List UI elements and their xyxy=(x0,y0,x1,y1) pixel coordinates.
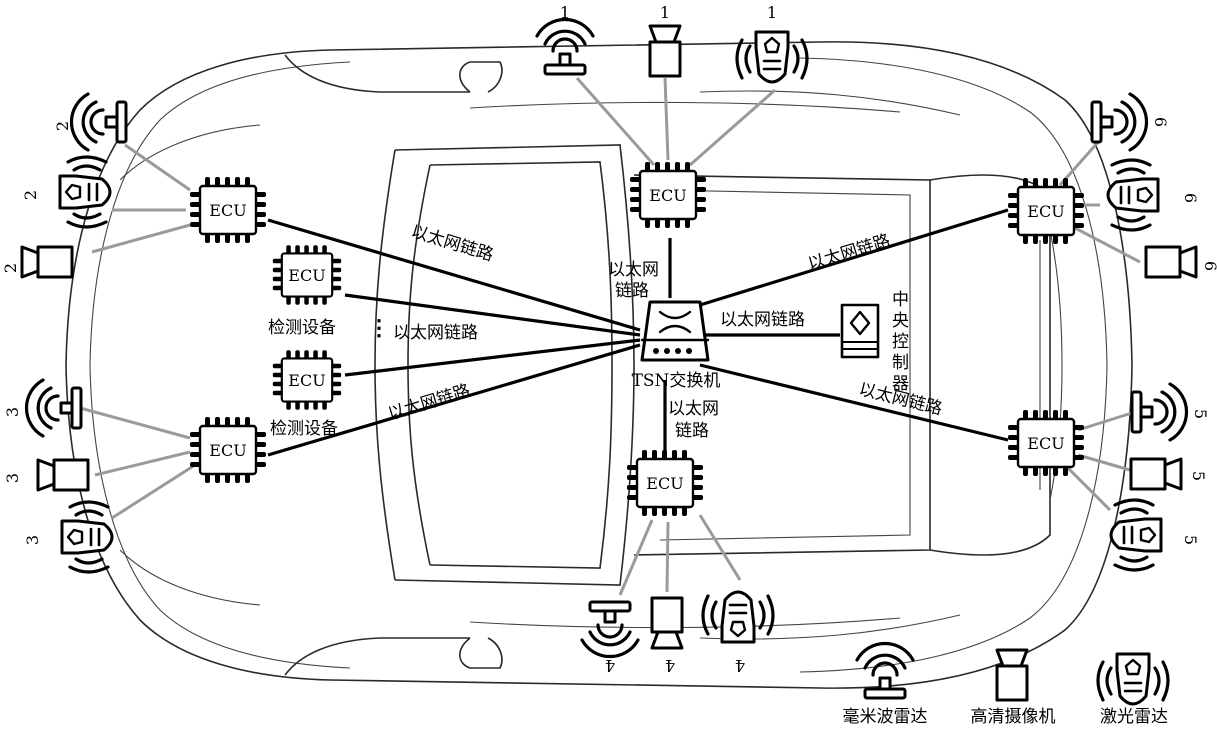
ecu-bottom-center: ECU xyxy=(625,448,705,518)
hd-camera-icon xyxy=(1144,245,1198,279)
ecu-right-bottom: ECU xyxy=(1006,408,1086,478)
millimeter-wave-radar-icon xyxy=(855,641,915,700)
ecu-label: ECU xyxy=(209,201,246,220)
group-number: 6 xyxy=(1201,261,1217,271)
lidar-icon xyxy=(735,30,809,84)
group-number: 1 xyxy=(560,3,570,22)
group-number: 3 xyxy=(3,473,22,483)
ecu-label: ECU xyxy=(1027,202,1064,221)
ethernet-links xyxy=(267,208,1009,457)
group-number: 6 xyxy=(1151,117,1170,127)
sensor-group-5: 5 5 5 xyxy=(1109,382,1210,572)
group-number: 3 xyxy=(3,407,22,417)
group-number: 5 xyxy=(1191,409,1210,419)
lidar-icon xyxy=(60,500,114,574)
ecu-label: ECU xyxy=(288,266,325,285)
sensor-group-6: 6 6 6 xyxy=(1090,92,1217,279)
millimeter-wave-radar-icon xyxy=(580,600,640,659)
legend-lidar-label: 激光雷达 xyxy=(1100,707,1168,727)
link-label-controller: 以太网链路 xyxy=(720,310,805,330)
ecu-label: ECU xyxy=(646,474,683,493)
link-label-top-left: 以太网链路 xyxy=(409,222,496,266)
group-number: 2 xyxy=(21,190,40,200)
sensor-group-4: 4 4 4 xyxy=(580,590,775,675)
link-label-bottom-center-1: 以太网 xyxy=(668,399,719,419)
ecu-label: ECU xyxy=(1027,434,1064,453)
millimeter-wave-radar-icon xyxy=(24,378,83,438)
ecu-label: ECU xyxy=(649,186,686,205)
group-number: 2 xyxy=(1,263,20,273)
hd-camera-icon xyxy=(995,648,1029,702)
ecu-detection-top: ECU xyxy=(271,244,343,306)
ecu-label: ECU xyxy=(209,441,246,460)
sensor-group-3: 3 3 3 xyxy=(3,378,114,574)
group-number: 2 xyxy=(53,121,72,131)
group-number: 4 xyxy=(665,656,675,675)
sensor-links xyxy=(79,77,1141,596)
hd-camera-icon xyxy=(648,24,682,78)
lidar-icon xyxy=(1096,652,1170,706)
link-label-top-center-2: 链路 xyxy=(615,281,649,301)
group-number: 1 xyxy=(767,3,777,22)
ecu-left-top: ECU xyxy=(188,175,268,245)
detection-device-label: 检测设备 xyxy=(268,318,336,338)
car-outline xyxy=(65,41,1133,689)
central-controller-label: 中央控制器 xyxy=(888,290,909,395)
link-label-top-right: 以太网链路 xyxy=(806,231,893,275)
millimeter-wave-radar-icon xyxy=(1130,382,1189,442)
link-label-top-center-1: 以太网 xyxy=(608,260,659,280)
legend: 毫米波雷达 高清摄像机 激光雷达 xyxy=(843,641,1170,727)
central-controller-icon xyxy=(840,303,880,359)
hd-camera-icon xyxy=(20,245,74,279)
millimeter-wave-radar-icon xyxy=(69,92,128,152)
legend-camera-label: 高清摄像机 xyxy=(971,707,1056,727)
link-label-bottom-center-2: 链路 xyxy=(675,421,709,441)
link-label-bottom-left: 以太网链路 xyxy=(386,381,473,425)
hd-camera-icon xyxy=(650,596,684,650)
tsn-switch-label: TSN交换机 xyxy=(632,371,721,391)
ecu-detection-bottom: ECU xyxy=(271,349,343,411)
group-number: 3 xyxy=(23,535,42,545)
group-number: 4 xyxy=(605,656,615,675)
ecu-label: ECU xyxy=(288,371,325,390)
sensor-group-2: 2 2 2 xyxy=(1,92,128,279)
group-number: 6 xyxy=(1181,193,1200,203)
hd-camera-icon xyxy=(36,458,90,492)
ecu-left-bottom: ECU xyxy=(188,415,268,485)
group-number: 1 xyxy=(660,3,670,22)
ecu-front-top: ECU xyxy=(628,160,708,230)
ecu-right-top: ECU xyxy=(1006,176,1086,246)
detection-device-label: 检测设备 xyxy=(270,419,338,439)
tsn-switch-icon xyxy=(640,300,710,362)
millimeter-wave-radar-icon xyxy=(1090,92,1149,152)
ellipsis-dots: ⋮ xyxy=(368,315,390,341)
group-number: 5 xyxy=(1189,471,1208,481)
group-number: 5 xyxy=(1181,535,1200,545)
sensor-group-1: 1 1 1 xyxy=(535,3,809,84)
lidar-icon xyxy=(1106,158,1160,232)
lidar-icon xyxy=(58,155,112,229)
group-number: 4 xyxy=(735,656,745,675)
legend-radar-label: 毫米波雷达 xyxy=(843,707,928,727)
lidar-icon xyxy=(701,590,775,644)
link-label-mid-left: 以太网链路 xyxy=(393,323,478,343)
hd-camera-icon xyxy=(1129,457,1183,491)
